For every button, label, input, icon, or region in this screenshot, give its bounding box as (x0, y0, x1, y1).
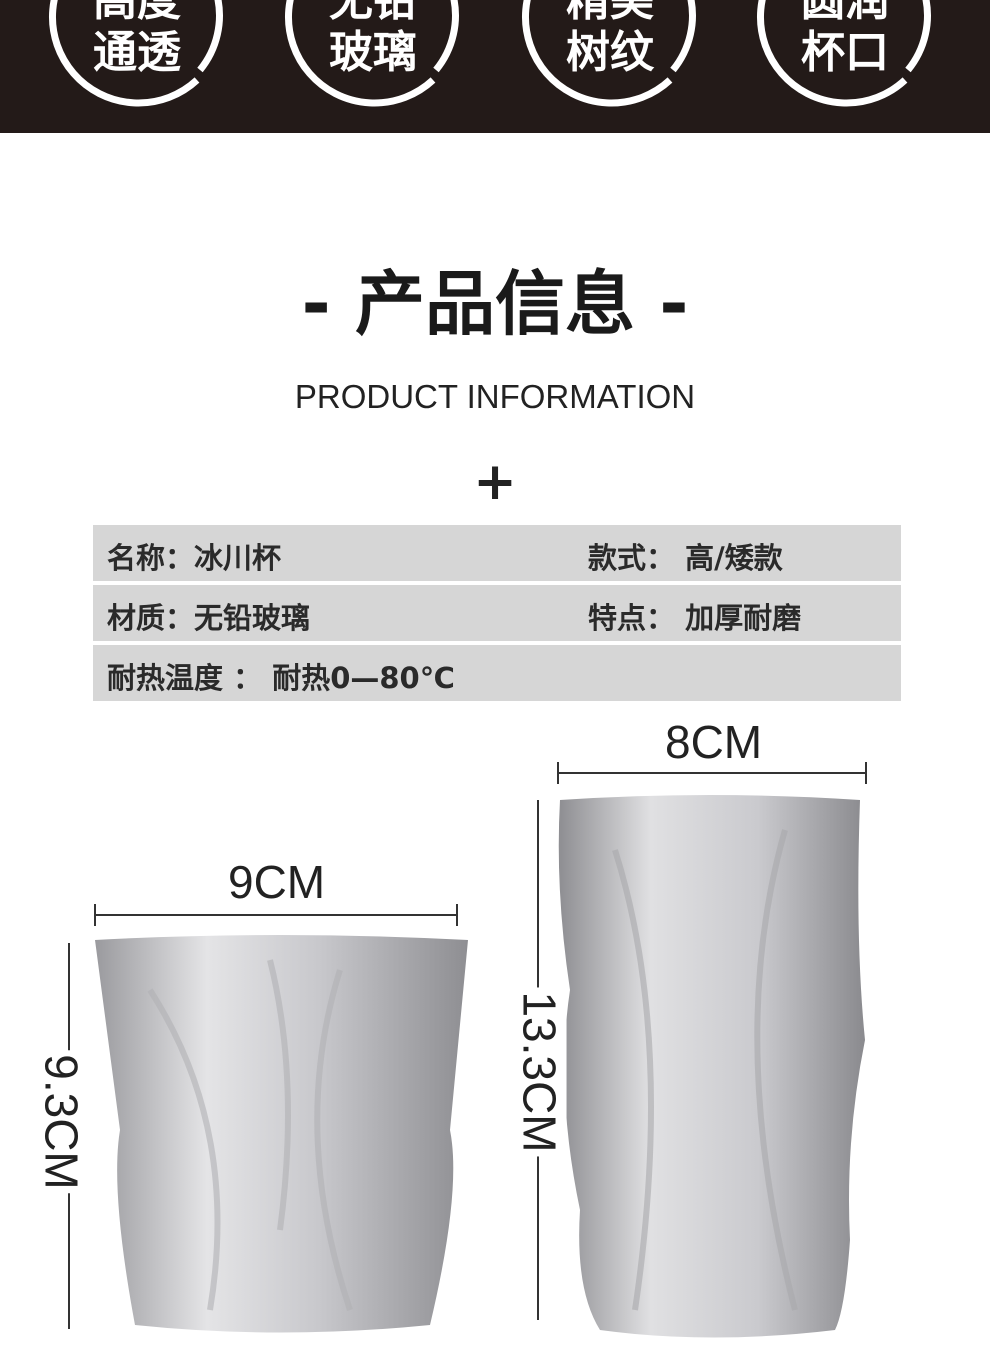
tall-width-label: 8CM (665, 716, 763, 768)
feature-badge: 无铅 玻璃 (283, 0, 463, 115)
circle-icon (521, 0, 696, 107)
feature-badge: 精美 树纹 (520, 0, 700, 115)
circle-icon (284, 0, 459, 107)
tall-height-label: 13.3CM (512, 987, 567, 1157)
circle-icon (756, 0, 931, 107)
tall-glass-image (558, 795, 865, 1338)
section-subtitle: PRODUCT INFORMATION (294, 378, 696, 415)
spec-row: 耐热温度 ： 耐热0—80℃ (93, 645, 901, 701)
short-height-label: 9.3CM (34, 1050, 89, 1194)
circle-icon (48, 0, 223, 107)
section-title: - 产品信息 - (301, 263, 689, 345)
dimension-line (558, 772, 866, 774)
plus-icon: + (473, 452, 517, 512)
feature-band: 高度 通透 无铅 玻璃 精美 树纹 圆润 杯口 (0, 0, 990, 133)
feature-badge: 高度 通透 (47, 0, 227, 115)
spec-row: 名称：冰川杯 款式： 高/矮款 (93, 525, 901, 581)
short-glass-image (95, 935, 468, 1333)
short-width-label: 9CM (228, 856, 326, 908)
dimension-line (95, 914, 457, 916)
spec-row: 材质：无铅玻璃 特点： 加厚耐磨 (93, 585, 901, 641)
feature-badge: 圆润 杯口 (755, 0, 935, 115)
